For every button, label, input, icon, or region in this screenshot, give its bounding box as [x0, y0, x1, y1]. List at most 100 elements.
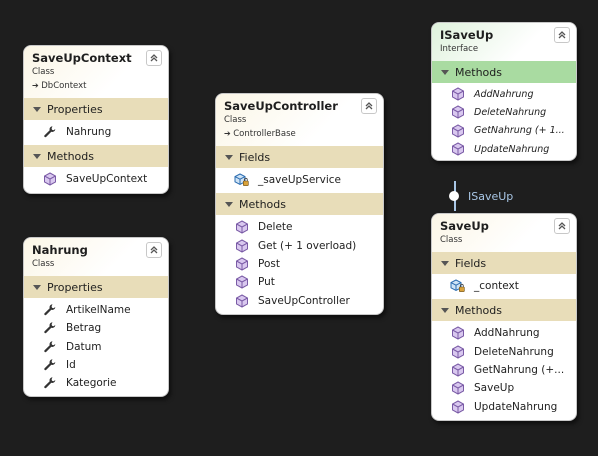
method-icon	[42, 171, 58, 187]
section-label: Methods	[239, 197, 286, 211]
method-item[interactable]: AddNahrung	[432, 324, 576, 342]
class-stereotype: Class	[32, 67, 55, 77]
property-name: ArtikelName	[66, 304, 131, 317]
method-icon	[234, 256, 250, 272]
method-icon	[450, 362, 466, 378]
section-header-fields[interactable]: Fields	[432, 252, 576, 274]
class-title: SaveUpContext	[32, 51, 132, 65]
collapse-chevron-icon[interactable]	[146, 50, 162, 66]
method-item[interactable]: GetNahrung (+ 1...	[432, 122, 576, 140]
member-list: _context	[432, 274, 576, 299]
property-item[interactable]: Datum	[24, 338, 168, 356]
method-item[interactable]: SaveUpContext	[24, 170, 168, 188]
method-item[interactable]: Get (+ 1 overload)	[216, 237, 383, 255]
section-label: Methods	[455, 303, 502, 317]
property-name: Kategorie	[66, 377, 117, 390]
class-stereotype: Class	[32, 259, 55, 269]
method-icon	[450, 141, 466, 157]
method-item[interactable]: Delete	[216, 218, 383, 236]
expand-triangle-icon[interactable]	[441, 307, 449, 313]
method-icon	[450, 86, 466, 102]
interface-lollipop-icon	[449, 191, 459, 201]
expand-triangle-icon[interactable]	[441, 260, 449, 266]
property-name: Id	[66, 359, 76, 372]
expand-triangle-icon[interactable]	[225, 201, 233, 207]
section-header-methods[interactable]: Methods	[432, 61, 576, 83]
section-header-properties[interactable]: Properties	[24, 276, 168, 298]
section-header-properties[interactable]: Properties	[24, 98, 168, 120]
class-stereotype: Class	[224, 115, 247, 125]
method-item[interactable]: SaveUpController	[216, 291, 383, 309]
method-name: Get (+ 1 overload)	[258, 239, 357, 252]
method-item[interactable]: SaveUp	[432, 379, 576, 397]
method-name: Post	[258, 258, 280, 271]
field-name: _saveUpService	[258, 174, 341, 187]
property-item[interactable]: ArtikelName	[24, 301, 168, 319]
collapse-chevron-icon[interactable]	[361, 98, 377, 114]
section-label: Properties	[47, 102, 103, 116]
property-item[interactable]: Id	[24, 356, 168, 374]
section-header-methods[interactable]: Methods	[216, 193, 383, 216]
method-icon	[450, 399, 466, 415]
method-item[interactable]: UpdateNahrung	[432, 140, 576, 158]
method-name: Put	[258, 276, 275, 289]
property-icon	[42, 302, 58, 318]
member-list: Nahrung	[24, 120, 168, 145]
collapse-chevron-icon[interactable]	[554, 27, 570, 43]
field-item[interactable]: _context	[432, 277, 576, 295]
method-item[interactable]: UpdateNahrung	[432, 397, 576, 415]
property-name: Nahrung	[66, 126, 112, 139]
section-header-fields[interactable]: Fields	[216, 146, 383, 168]
property-item[interactable]: Nahrung	[24, 123, 168, 141]
method-name: Delete	[258, 221, 293, 234]
field-item[interactable]: _saveUpService	[216, 171, 383, 189]
inheritance-arrow-icon: ➔	[224, 129, 234, 138]
method-name: SaveUp	[474, 382, 515, 395]
method-item[interactable]: AddNahrung	[432, 85, 576, 103]
method-item[interactable]: Put	[216, 273, 383, 291]
section-header-methods[interactable]: Methods	[24, 145, 168, 168]
expand-triangle-icon[interactable]	[33, 106, 41, 112]
section-header-methods[interactable]: Methods	[432, 299, 576, 322]
method-name: UpdateNahrung	[474, 143, 550, 155]
field-icon	[234, 172, 250, 188]
expand-triangle-icon[interactable]	[33, 284, 41, 290]
inheritance-arrow-icon: ➔	[32, 81, 42, 90]
expand-triangle-icon[interactable]	[33, 153, 41, 159]
property-icon	[42, 124, 58, 140]
section-label: Methods	[455, 65, 502, 79]
class-title: Nahrung	[32, 243, 88, 257]
method-item[interactable]: DeleteNahrung	[432, 103, 576, 121]
method-icon	[450, 344, 466, 360]
method-item[interactable]: DeleteNahrung	[432, 343, 576, 361]
property-name: Betrag	[66, 322, 102, 335]
method-item[interactable]: GetNahrung (+...	[432, 361, 576, 379]
collapse-chevron-icon[interactable]	[554, 218, 570, 234]
method-name: DeleteNahrung	[474, 106, 547, 118]
property-item[interactable]: Kategorie	[24, 374, 168, 392]
method-name: AddNahrung	[474, 88, 534, 100]
section-label: Fields	[455, 256, 487, 270]
expand-triangle-icon[interactable]	[225, 154, 233, 160]
expand-triangle-icon[interactable]	[441, 69, 449, 75]
class-title: SaveUp	[440, 219, 489, 233]
method-item[interactable]: Post	[216, 255, 383, 273]
property-item[interactable]: Betrag	[24, 319, 168, 337]
member-list: SaveUpContext	[24, 167, 168, 192]
method-name: DeleteNahrung	[474, 345, 554, 358]
class-title: SaveUpController	[224, 99, 338, 113]
property-icon	[42, 320, 58, 336]
collapse-chevron-icon[interactable]	[146, 242, 162, 258]
